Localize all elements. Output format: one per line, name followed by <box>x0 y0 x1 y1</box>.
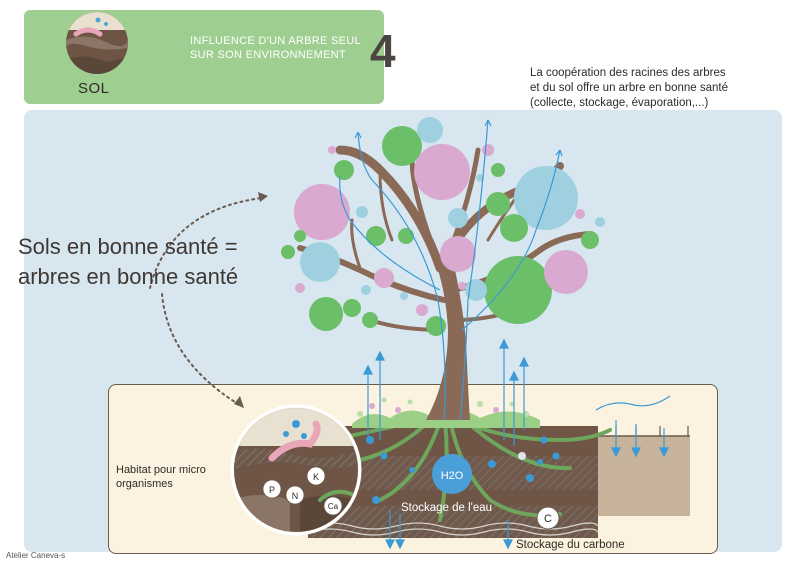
tree-trunk <box>426 256 470 420</box>
dotted-connector-arrows <box>149 197 263 405</box>
credit-text: Atelier Caneva-s <box>6 551 66 560</box>
soil-water-droplets <box>366 436 560 504</box>
intro-line: La coopération des racines des arbres <box>530 67 726 79</box>
infiltration-arrows <box>385 420 669 550</box>
intro-line: (collecte, stockage, évaporation,...) <box>530 97 709 109</box>
intro-line: et du sol offre un arbre en bonne santé <box>530 82 728 94</box>
slogan: Sols en bonne santé = arbres en bonne sa… <box>18 232 238 292</box>
evaporation-arrows <box>363 338 529 446</box>
header-title: INFLUENCE D'UN ARBRE SEUL SUR SON ENVIRO… <box>190 34 361 62</box>
intro-text: La coopération des racines des arbres et… <box>530 66 770 111</box>
nutrient-bubbles: P N K Ca <box>262 466 343 516</box>
soil-magnifier <box>230 404 362 536</box>
nutrient-label: P <box>269 485 275 495</box>
water-storage-symbol: H2O <box>441 470 464 482</box>
water-flow-lines <box>339 119 671 421</box>
soil-layers <box>307 426 690 538</box>
tree-canopy <box>281 117 605 336</box>
header-title-line: SUR SON ENVIRONNEMENT <box>190 49 347 61</box>
nutrient-label: Ca <box>328 502 339 511</box>
slogan-line: arbres en bonne santé <box>18 264 239 289</box>
section-number: 4 <box>370 25 396 77</box>
soil-thumbnail <box>66 12 128 74</box>
carbon-storage-label: Stockage du carbone <box>516 539 625 551</box>
habitat-label: Habitat pour micro organismes <box>116 463 206 491</box>
nutrient-label: N <box>292 491 299 501</box>
header-thumbnail-label: SOL <box>78 80 110 97</box>
header-title-line: INFLUENCE D'UN ARBRE SEUL <box>190 35 361 47</box>
connector-arrowheads <box>234 192 268 408</box>
habitat-line: organismes <box>116 478 173 490</box>
nutrient-label: K <box>313 472 319 482</box>
water-storage-bubble <box>432 454 472 494</box>
carbon-bubble <box>536 506 560 530</box>
carbon-symbol: C <box>544 513 552 525</box>
water-storage-label: Stockage de l'eau <box>401 502 493 514</box>
habitat-line: Habitat pour micro <box>116 464 206 476</box>
slogan-line: Sols en bonne santé = <box>18 234 238 259</box>
